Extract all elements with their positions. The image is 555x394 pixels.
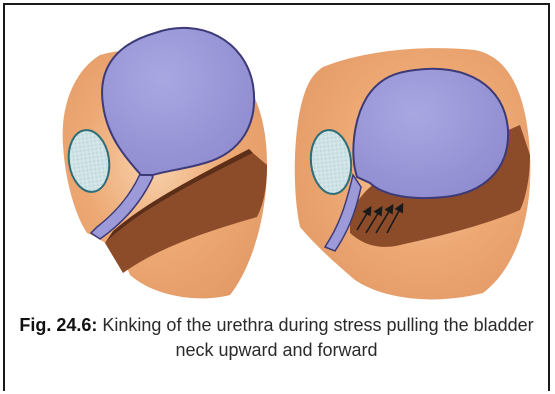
bladder-right	[353, 69, 508, 198]
panel-resting	[63, 28, 267, 298]
figure-frame: Fig. 24.6: Kinking of the urethra during…	[3, 3, 550, 391]
figure-caption: Fig. 24.6: Kinking of the urethra during…	[15, 313, 538, 363]
anatomy-illustration	[5, 5, 552, 305]
panel-stress	[295, 48, 531, 299]
figure-caption-text: Kinking of the urethra during stress pul…	[102, 315, 533, 360]
figure-number: Fig. 24.6:	[19, 315, 97, 335]
